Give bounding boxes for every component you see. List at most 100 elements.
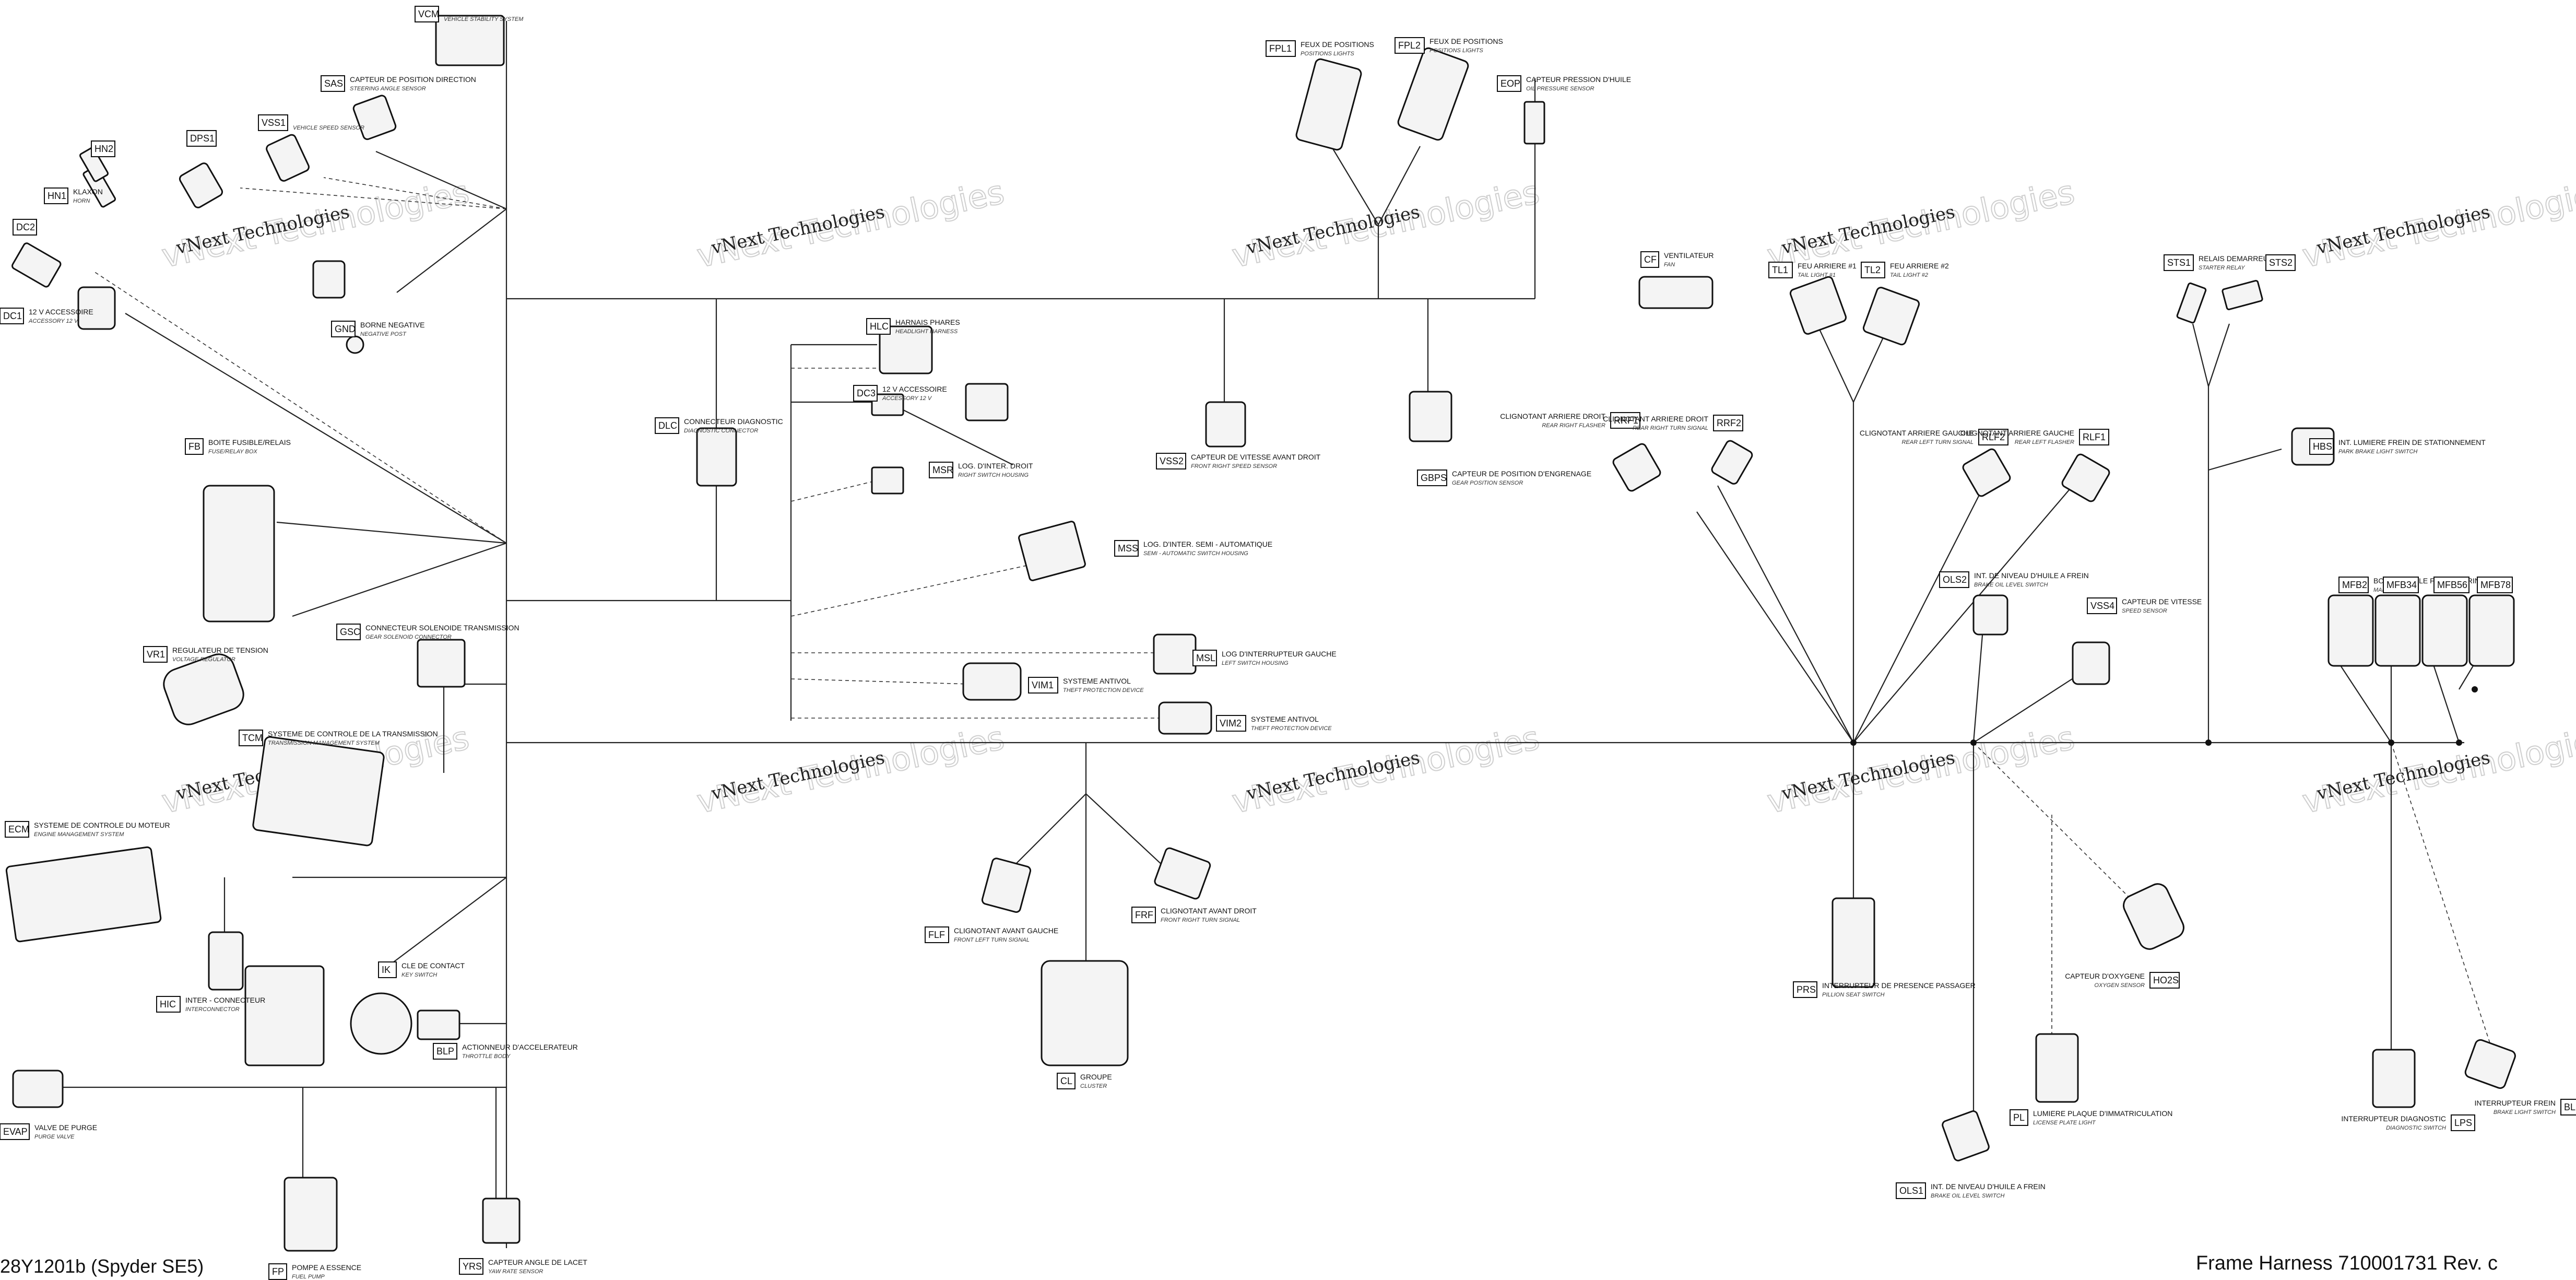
drawing-number: 28Y1201b (Spyder SE5) bbox=[0, 1255, 204, 1277]
connector-id: HN2 bbox=[94, 144, 113, 154]
connector-label-en: PURGE VALVE bbox=[34, 1134, 75, 1140]
connector-dps1: DPS1 bbox=[186, 130, 217, 147]
connector-label-en: DIAGNOSTIC SWITCH bbox=[2386, 1125, 2446, 1131]
connector-label-en: STARTER RELAY bbox=[2199, 265, 2245, 271]
connector-id: YRS bbox=[463, 1261, 482, 1272]
connector-label-en: VEHICLE SPEED SENSOR bbox=[293, 125, 364, 131]
connector-label-en: ACCESSORY 12 V bbox=[28, 318, 79, 324]
connector-id: TCM bbox=[242, 733, 263, 743]
connector-label-fr: VENTILATEUR bbox=[1664, 251, 1714, 260]
connector-id: TL1 bbox=[1772, 265, 1788, 275]
connector-label-en: THROTTLE BODY bbox=[462, 1053, 511, 1060]
connector-label-fr: CAPTEUR DE VITESSE AVANT DROIT bbox=[1191, 453, 1321, 461]
connector-label-fr: INT. DE NIVEAU D'HUILE A FREIN bbox=[1974, 571, 2089, 580]
connector-label-en: HEADLIGHT HARNESS bbox=[895, 328, 958, 335]
connector-label-en: KEY SWITCH bbox=[401, 972, 437, 978]
connector-label-fr: SYSTEME ANTIVOL bbox=[1063, 677, 1131, 685]
connector-label-fr: LUMIERE PLAQUE D'IMMATRICULATION bbox=[2033, 1109, 2172, 1118]
connector-mfb78: MFB78 bbox=[2477, 577, 2513, 593]
connector-id: OLS2 bbox=[1943, 574, 1967, 585]
connector-label-en: FUSE/RELAY BOX bbox=[208, 449, 257, 455]
connector-label-fr: BORNE NEGATIVE bbox=[360, 321, 424, 329]
connector-label-en: REAR LEFT TURN SIGNAL bbox=[1901, 439, 1974, 445]
connector-label-fr: LOG. D'INTER. DROIT bbox=[958, 462, 1033, 470]
connector-label-fr: FEU ARRIERE #1 bbox=[1798, 262, 1857, 270]
connector-label-en: BRAKE OIL LEVEL SWITCH bbox=[1974, 582, 2048, 588]
connector-id: GBPS bbox=[1421, 473, 1447, 483]
connector-label-fr: BOITE FUSIBLE/RELAIS bbox=[208, 438, 291, 447]
connector-label-fr: SYSTEME ANTIVOL bbox=[1251, 715, 1319, 723]
left-branches bbox=[93, 150, 507, 1212]
connector-label-fr: ACTIONNEUR D'ACCELERATEUR bbox=[462, 1043, 578, 1051]
connector-ols2: OLS2 INT. DE NIVEAU D'HUILE A FREIN BRAKE … bbox=[1939, 571, 2089, 588]
connector-label-en: NEGATIVE POST bbox=[360, 331, 407, 337]
connector-label-fr: KLAXON bbox=[73, 187, 103, 196]
connector-label-en: POSITIONS LIGHTS bbox=[1301, 51, 1354, 57]
connector-id: GND bbox=[335, 324, 356, 334]
connector-label-fr: CLIGNOTANT ARRIERE GAUCHE bbox=[1860, 429, 1974, 437]
connector-label-en: ENGINE MANAGEMENT SYSTEM bbox=[34, 831, 124, 838]
connector-label-en: FAN bbox=[1664, 262, 1675, 268]
connector-label-en: RIGHT SWITCH HOUSING bbox=[958, 472, 1029, 478]
connector-label-en: LICENSE PLATE LIGHT bbox=[2033, 1120, 2096, 1126]
connector-label-fr: CAPTEUR PRESSION D'HUILE bbox=[1526, 75, 1631, 84]
connector-pl: PL LUMIERE PLAQUE D'IMMATRICULATION LICENS… bbox=[2010, 1109, 2172, 1126]
connector-id: FRF bbox=[1135, 910, 1153, 920]
connector-label-fr: INT. DE NIVEAU D'HUILE A FREIN bbox=[1931, 1182, 2046, 1191]
connector-label-en: THEFT PROTECTION DEVICE bbox=[1063, 687, 1144, 694]
connector-id: MFB34 bbox=[2386, 580, 2417, 590]
connector-label-en: REAR RIGHT TURN SIGNAL bbox=[1633, 425, 1708, 431]
connector-label-en: REAR RIGHT FLASHER bbox=[1542, 422, 1605, 429]
connector-label-en: BRAKE LIGHT SWITCH bbox=[2494, 1109, 2556, 1115]
connector-label-fr: INT. LUMIERE FREIN DE STATIONNEMENT bbox=[2338, 438, 2486, 447]
connector-label-fr: CAPTEUR DE VITESSE bbox=[2122, 597, 2202, 606]
connector-id: GSC bbox=[340, 627, 360, 637]
connector-label-en: GEAR SOLENOID CONNECTOR bbox=[365, 634, 452, 640]
connector-id: DC1 bbox=[3, 311, 22, 321]
connector-drawings bbox=[5, 15, 2516, 1252]
connector-mfb2: MFB2BOITE FUSIBLE FUSIBLE PRINCIPALMAIN … bbox=[2338, 577, 2500, 593]
connector-id: VIM2 bbox=[1220, 718, 1242, 729]
connector-id: EOP bbox=[1500, 78, 1520, 89]
harness-title: Frame Harness 710001731 Rev. c bbox=[2195, 1252, 2498, 1274]
connector-label-en: POSITIONS LIGHTS bbox=[1429, 48, 1483, 54]
connector-id: DC3 bbox=[857, 388, 876, 398]
connector-id: HO2S bbox=[2153, 975, 2179, 985]
connector-label-fr: CLE DE CONTACT bbox=[401, 961, 465, 970]
connector-label-fr: CLIGNOTANT AVANT DROIT bbox=[1161, 907, 1257, 915]
connector-id: HIC bbox=[160, 999, 176, 1009]
connector-id: EVAP bbox=[3, 1126, 28, 1137]
connector-label-fr: INTERRUPTEUR DE PRESENCE PASSAGER bbox=[1822, 981, 1976, 990]
junction-nodes bbox=[1850, 686, 2478, 746]
connector-id: PL bbox=[2013, 1112, 2025, 1123]
